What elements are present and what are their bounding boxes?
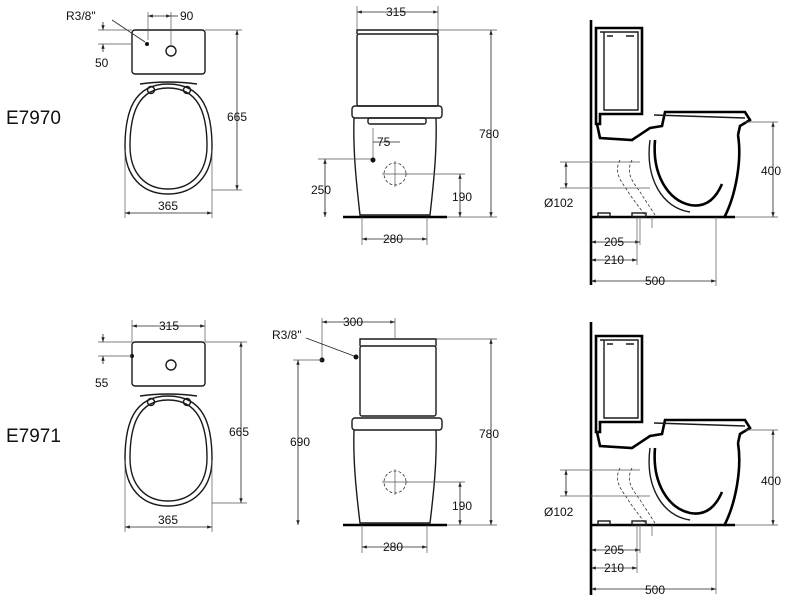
dim-50: 50 xyxy=(95,56,109,70)
label-r38-top: R3/8" xyxy=(66,9,96,23)
dim-315-front: 315 xyxy=(386,5,406,19)
dim-d102-r2: Ø102 xyxy=(544,505,574,519)
front-view-e7971: 300 R3/8" 690 780 190 280 xyxy=(272,315,499,554)
model-code-e7970: E7970 xyxy=(6,108,61,129)
dim-365-r1: 365 xyxy=(158,199,178,213)
dim-400-r1: 400 xyxy=(761,164,781,178)
dim-500-r2: 500 xyxy=(645,583,665,597)
dim-210-r1: 210 xyxy=(604,253,624,267)
dim-d102-r1: Ø102 xyxy=(544,196,574,210)
dim-780-r2: 780 xyxy=(479,427,499,441)
dim-75: 75 xyxy=(377,135,391,149)
dim-280-r1: 280 xyxy=(383,232,403,246)
top-view-e7971: 315 55 665 365 xyxy=(95,319,249,532)
side-view-e7970: 400 Ø102 205 210 500 xyxy=(544,20,781,288)
dim-280-r2: 280 xyxy=(383,540,403,554)
dim-55: 55 xyxy=(95,376,109,390)
dim-665-r2: 665 xyxy=(229,425,249,439)
dim-500-r1: 500 xyxy=(645,274,665,288)
dim-90: 90 xyxy=(180,9,194,23)
dim-210-r2: 210 xyxy=(604,561,624,575)
dim-690: 690 xyxy=(290,435,310,449)
dim-780-r1: 780 xyxy=(479,127,499,141)
dim-665-r1: 665 xyxy=(227,110,247,124)
dim-190-r1: 190 xyxy=(452,190,472,204)
dim-205-r2: 205 xyxy=(604,543,624,557)
dim-365-r2: 365 xyxy=(158,513,178,527)
dim-190-r2: 190 xyxy=(452,499,472,513)
dim-400-r2: 400 xyxy=(761,474,781,488)
top-view-e7970: 90 R3/8" 50 665 365 xyxy=(66,9,247,218)
dim-315-top: 315 xyxy=(159,319,179,333)
model-code-e7971: E7971 xyxy=(6,426,61,447)
label-r38-front: R3/8" xyxy=(272,328,302,342)
dim-300: 300 xyxy=(343,315,363,329)
front-view-e7970: 315 780 75 250 190 280 xyxy=(311,5,499,246)
dim-250: 250 xyxy=(311,183,331,197)
dim-205-r1: 205 xyxy=(604,235,624,249)
side-view-e7971: 400 Ø102 205 210 500 xyxy=(544,322,781,597)
